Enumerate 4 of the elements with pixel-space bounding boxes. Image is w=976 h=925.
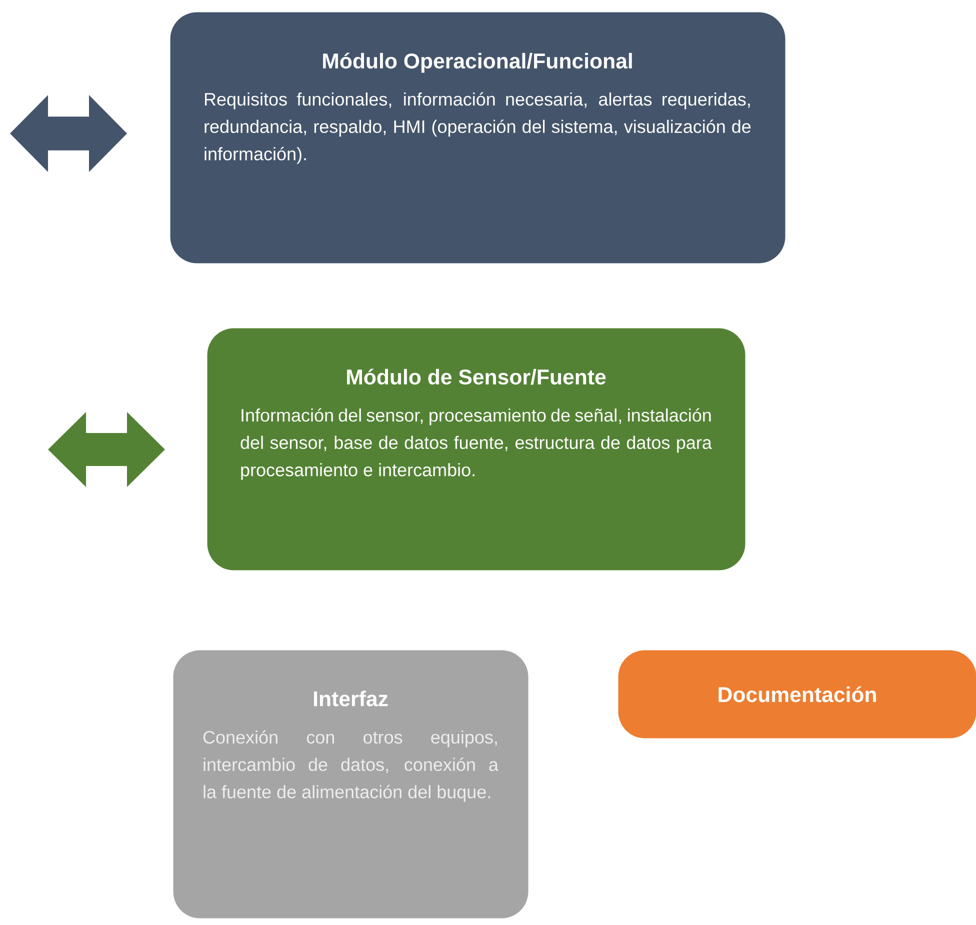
module-box: Módulo Operacional/Funcional Requisitos funcionales, información necesaria, alertas requeridas, redundancia, respaldo, HMI (operación del sistema, visualización de información). [170, 12, 786, 264]
module-box: Documentación [618, 650, 976, 738]
module-box: Interfaz Conexión con otros equipos, intercambio de datos, conexión a la fuente de alimentación del buque. [173, 650, 528, 918]
module-box: Módulo de Sensor/Fuente Información del sensor, procesamiento de señal, instalación del sensor, base de datos fuente, estructura de datos para procesamiento e intercambio. [207, 328, 746, 570]
